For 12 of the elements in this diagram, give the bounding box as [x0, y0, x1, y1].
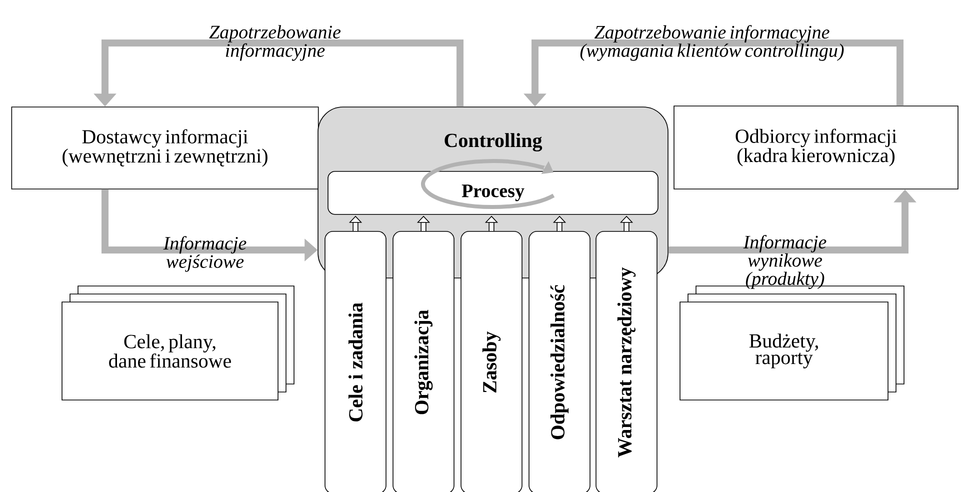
edge-label: Informacje wejściowe: [163, 236, 246, 272]
pillar-box: Warsztat narzędziowy: [596, 231, 658, 492]
info-box: Dostawcy informacji (wewnętrzni i zewnętrzni): [11, 106, 319, 190]
info-box: Odbiorcy informacji (kadra kierownicza): [674, 106, 958, 190]
document-stack: Cele, plany, dane finansowe: [62, 286, 294, 400]
edge-label: Zapotrzebowanie informacyjne: [209, 25, 341, 61]
pillar-box: Organizacja: [392, 231, 454, 492]
edge-label: Zapotrzebowanie informacyjne (wymagania klientów controllingu): [580, 25, 844, 61]
process-bar: Procesy: [328, 171, 658, 215]
pillar-box: Zasoby: [460, 231, 522, 492]
pillar-box: Odpowiedzialność: [528, 231, 590, 492]
pillar-box: Cele i zadania: [324, 231, 386, 492]
